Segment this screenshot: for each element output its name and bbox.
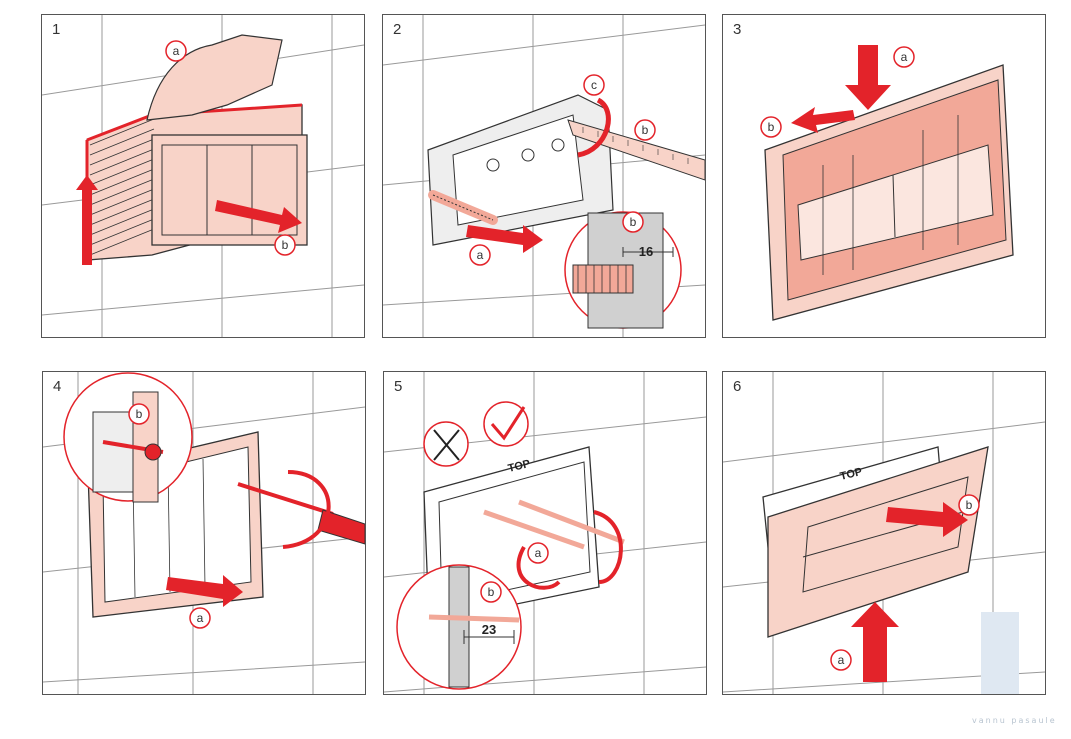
- svg-text:a: a: [173, 44, 180, 58]
- label-b: b: [760, 116, 782, 138]
- label-detail-b: b: [622, 211, 644, 233]
- label-a: a: [893, 46, 915, 68]
- arrow-in: [466, 225, 543, 253]
- step-panel-3: a b 3: [722, 14, 1046, 338]
- cover-plate: [764, 64, 1014, 321]
- step-number-4: 4: [53, 378, 62, 395]
- hand-shape: [146, 34, 283, 121]
- arrow-up: [76, 175, 98, 265]
- arrow-rotate: [282, 470, 331, 549]
- svg-text:b: b: [966, 498, 973, 512]
- svg-text:b: b: [136, 407, 143, 421]
- step-number-6: 6: [733, 378, 742, 395]
- svg-text:b: b: [488, 585, 495, 599]
- detail-circle: 16: [564, 211, 682, 329]
- svg-text:b: b: [282, 238, 289, 252]
- step-panel-2: 16 a b c b 2: [382, 14, 706, 338]
- svg-text:b: b: [630, 215, 637, 229]
- arrow-in: [166, 575, 243, 607]
- label-b: b: [274, 234, 296, 256]
- svg-text:a: a: [901, 50, 908, 64]
- step-number-1: 1: [52, 21, 61, 38]
- step-1-illustration: a b: [42, 15, 364, 337]
- step-panel-4: b a 4: [42, 371, 366, 695]
- label-a: a: [469, 244, 491, 266]
- svg-text:a: a: [197, 611, 204, 625]
- rod-left: [483, 509, 585, 550]
- step-number-2: 2: [393, 21, 402, 38]
- label-detail-b: b: [480, 581, 502, 603]
- frame-box: [85, 103, 308, 261]
- svg-text:c: c: [591, 78, 597, 92]
- cover-plate: [767, 446, 989, 638]
- step-number-5: 5: [394, 378, 403, 395]
- step-2-illustration: 16 a b c b: [383, 15, 705, 337]
- mounting-frame: [427, 94, 614, 246]
- wrong-icon: [423, 421, 469, 467]
- screwdriver: [237, 482, 334, 516]
- detail-circle: 23: [396, 564, 522, 690]
- arrow-rotate: [577, 97, 611, 158]
- rod-right: [518, 499, 625, 545]
- watermark-text: vannu pasaule: [972, 716, 1057, 725]
- label-c: c: [583, 74, 605, 96]
- top-marking: TOP: [839, 466, 864, 483]
- dimension-23: 23: [482, 622, 496, 637]
- step-3-illustration: a b: [760, 45, 1014, 321]
- svg-text:b: b: [642, 123, 649, 137]
- label-detail-b: b: [128, 403, 150, 425]
- detail-circle: [63, 372, 193, 503]
- step-4-illustration: b a: [43, 372, 365, 694]
- label-a: a: [830, 649, 852, 671]
- label-b: b: [958, 494, 980, 516]
- dimension-16: 16: [639, 244, 653, 259]
- step-6-illustration: TOP b a: [723, 372, 1045, 694]
- label-a: a: [189, 607, 211, 629]
- svg-text:a: a: [535, 546, 542, 560]
- label-a: a: [165, 40, 187, 62]
- watermark-logo: [981, 612, 1019, 694]
- label-b: b: [634, 119, 656, 141]
- arrow-curve-left: [516, 546, 561, 590]
- arrow-up: [851, 602, 899, 682]
- svg-text:a: a: [477, 248, 484, 262]
- svg-text:b: b: [768, 120, 775, 134]
- top-marking: TOP: [507, 458, 532, 475]
- step-panel-1: a b 1: [41, 14, 365, 338]
- arrow-curve-right: [593, 510, 623, 584]
- arrow-left: [791, 107, 855, 133]
- label-a: a: [527, 542, 549, 564]
- step-5-illustration: TOP 23 a b: [384, 372, 706, 694]
- correct-icon: [483, 401, 529, 447]
- svg-text:a: a: [838, 653, 845, 667]
- step-panel-5: TOP 23 a b: [383, 371, 707, 695]
- arrow-out: [215, 200, 302, 233]
- arrow-in: [886, 502, 968, 537]
- step-panel-6: TOP b a 6: [722, 371, 1046, 695]
- arrow-down: [845, 45, 891, 110]
- step-number-3: 3: [733, 21, 742, 38]
